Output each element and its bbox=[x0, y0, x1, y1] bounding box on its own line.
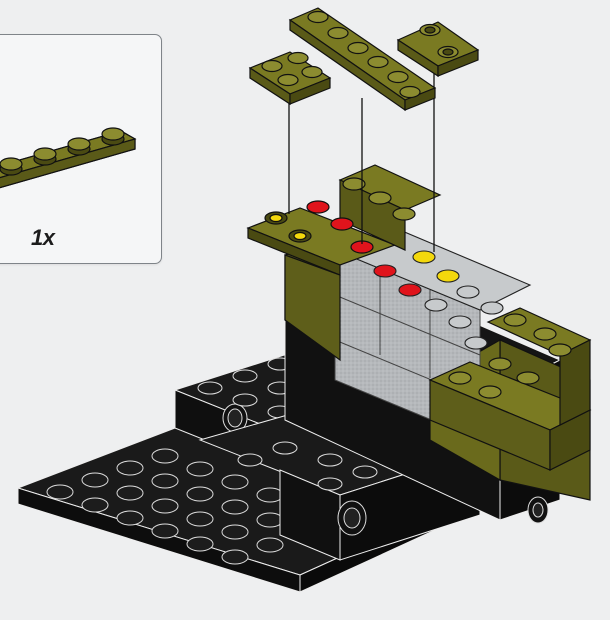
gray-studs bbox=[373, 250, 504, 350]
base-plate-studs bbox=[46, 448, 284, 565]
ledge-studs bbox=[264, 177, 416, 254]
part-quantity: 1x bbox=[31, 225, 55, 250]
olive-plate-1x4-icon bbox=[0, 127, 137, 189]
floating-plate-2x2 bbox=[248, 51, 332, 106]
floating-plate-1x2 bbox=[396, 21, 480, 78]
right-olive-studs bbox=[448, 313, 572, 399]
floating-plate-1x6 bbox=[288, 7, 437, 112]
parts-callout: 1x bbox=[0, 34, 162, 264]
